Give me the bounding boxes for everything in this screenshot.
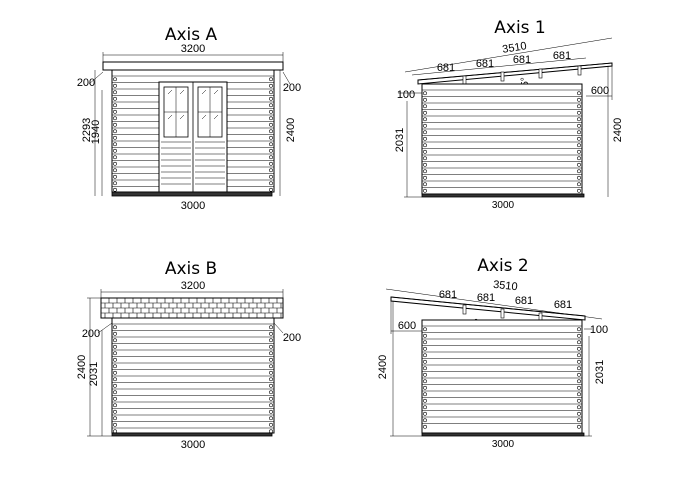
axis-b-width-bottom-label: 3000 (181, 439, 205, 451)
axis-b-title: Axis B (165, 259, 217, 279)
axis-b-base (111, 432, 273, 437)
axis-a-title: Axis A (165, 25, 218, 45)
axis-b-overhang-right-label: 200 (283, 332, 301, 344)
axis-1-width-label: 3000 (492, 200, 515, 211)
axis-b-wall-height-label: 2031 (88, 362, 100, 386)
axis-1-left-offset-label: 100 (397, 89, 415, 101)
axis-2-spacing-1: 681 (439, 289, 457, 301)
a-logs-courses (112, 75, 274, 192)
axis-1-title: Axis 1 (494, 18, 546, 38)
axis-b-width-top-label: 3200 (181, 280, 205, 292)
axis-2-wall (421, 319, 583, 434)
one-logs-courses (422, 89, 582, 193)
axis-a-side-height-label: 2400 (285, 118, 297, 142)
axis-2-view: Axis 2 3510 681 681 681 681 5° 3000 600 … (377, 256, 608, 450)
axis-2-base (421, 432, 585, 437)
axis-a-total-height-label: 2293 (81, 118, 93, 142)
axis-2-spacing-3: 681 (515, 295, 533, 307)
axis-a-wall-height-label: 1940 (90, 120, 102, 144)
axis-1-spacing-4: 681 (553, 50, 571, 62)
axis-b-wall (111, 317, 275, 434)
axis-1-pitch-label: 5° (520, 77, 531, 87)
axis-b-overhang-left-label: 200 (82, 328, 100, 340)
axis-b-roof-shingles (100, 298, 283, 318)
axis-a-overhang-left-label: 200 (77, 77, 95, 89)
axis-1-right-overhang-label: 600 (591, 85, 609, 97)
axis-1-view: Axis 1 3510 681 681 681 681 5° 3000 100 … (394, 18, 624, 211)
axis-1-spacing-1: 681 (437, 62, 455, 74)
axis-a-overhang-right-label: 200 (283, 82, 301, 94)
axis-1-wall-height-label: 2031 (394, 128, 406, 152)
axis-1-spacing-3: 681 (513, 54, 531, 66)
axis-1-base (421, 193, 585, 198)
axis-b-total-height-label: 2400 (76, 355, 88, 379)
axis-2-width-label: 3000 (492, 439, 515, 450)
two-logs-courses (422, 325, 582, 429)
axis-a-width-bottom-label: 3000 (181, 200, 205, 212)
axis-1-total-height-label: 2400 (612, 118, 624, 142)
axis-1-wall (421, 83, 583, 195)
axis-2-total-height-label: 2400 (377, 355, 389, 379)
axis-a-double-door (158, 81, 228, 193)
axis-a-roof (102, 61, 284, 71)
axis-1-spacing-2: 681 (476, 58, 494, 70)
axis-a-base (111, 191, 273, 197)
b-logs-courses (112, 323, 274, 434)
axis-2-wall-height-label: 2031 (594, 360, 606, 384)
axis-2-spacing-2: 681 (477, 292, 495, 304)
axis-2-roof-length-label: 3510 (493, 279, 519, 293)
axis-1-roof-length-label: 3510 (502, 40, 528, 56)
axis-2-left-overhang-label: 600 (398, 320, 416, 332)
axis-2-title: Axis 2 (477, 256, 529, 276)
axis-a-width-top-label: 3200 (181, 43, 205, 55)
axis-2-spacing-4: 681 (554, 299, 572, 311)
axis-2-right-offset-label: 100 (590, 324, 608, 336)
axis-a-view: Axis A 3200 (77, 25, 301, 212)
axis-b-view: Axis B 3200 3000 200 200 2400 2031 (76, 259, 301, 451)
